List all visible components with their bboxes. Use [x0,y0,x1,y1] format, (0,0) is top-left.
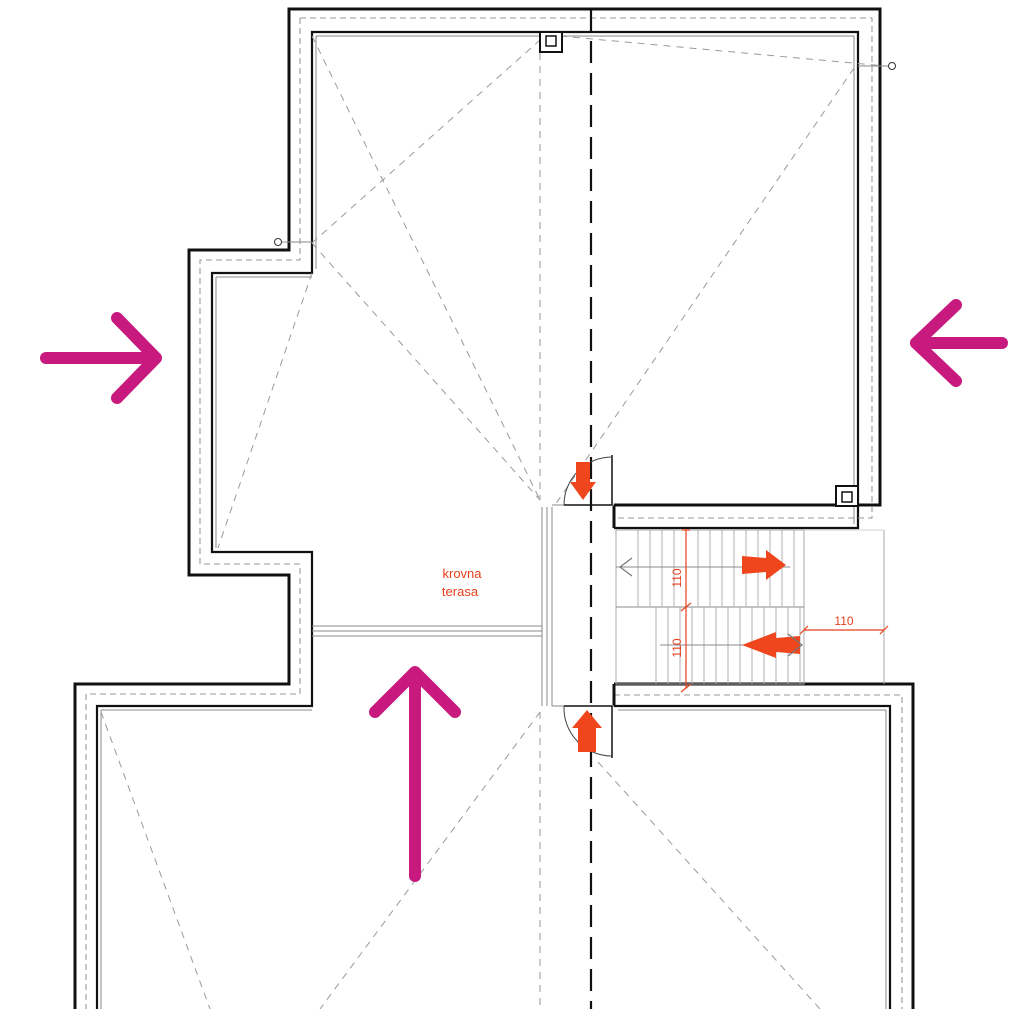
room-label: krovna terasa [442,566,482,599]
roof-drain-east [858,62,896,70]
dimension-text-lower-flight: 110 [670,638,684,657]
chimney-vent-corner [835,485,859,507]
view-arrow-from-east [910,299,1008,387]
terrace-railing [312,504,614,707]
dimension-upper-flight: 110 [670,529,692,612]
room-label-line-2: terasa [442,584,479,599]
roof-slope-lines [100,35,886,1009]
dimension-lower-flight: 110 [670,607,692,693]
door-south [563,705,613,758]
room-label-line-1: krovna [442,566,482,581]
exterior-walls [73,7,915,1009]
dimension-text-upper-flight: 110 [670,568,684,587]
stair-up-arrow [742,550,786,580]
stair-direction-arrows [616,550,803,658]
south-block-outer-wall [614,682,915,1009]
north-block-outer-wall [73,7,882,1009]
view-arrow-from-south [369,666,461,882]
chimney-vent-north [539,31,563,53]
dimension-text-landing: 110 [834,614,853,628]
stair-down-arrow [742,632,800,658]
roof-drain-west [274,238,312,246]
north-block-inner-wall [95,30,860,1009]
south-block-inner-wall [614,704,892,1009]
door-north [563,455,613,506]
dimension-landing-width: 110 [799,614,889,635]
view-arrow-from-west [40,312,162,404]
